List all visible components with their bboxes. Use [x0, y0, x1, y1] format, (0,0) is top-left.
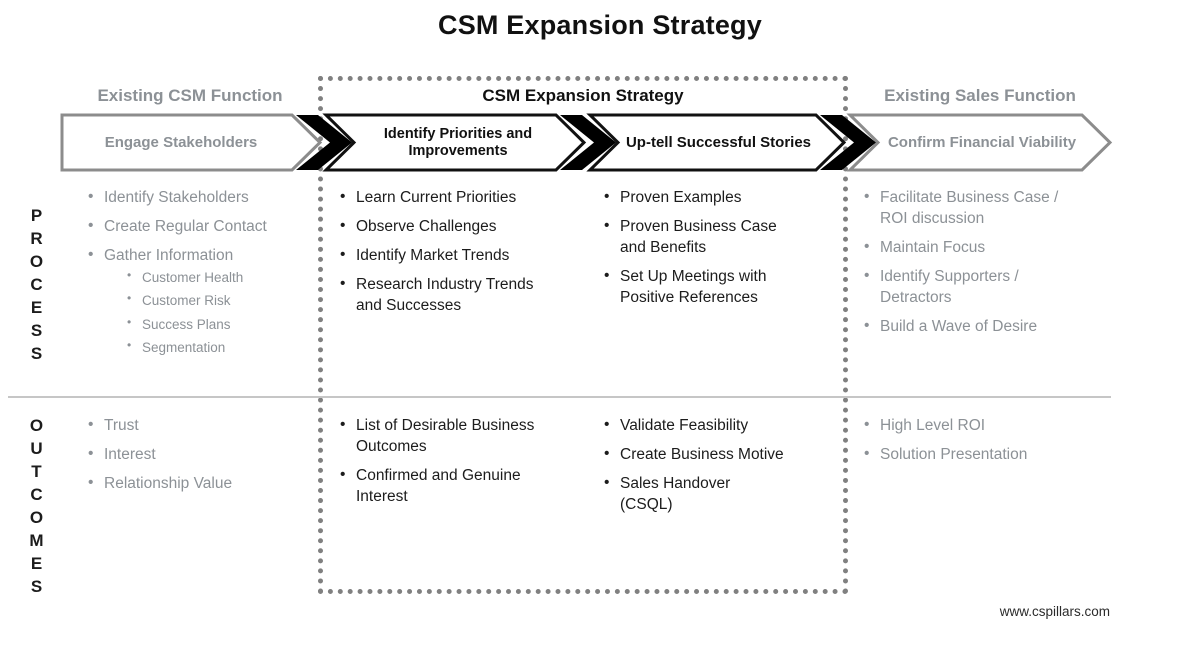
process-sublist-gather-information: Customer Health Customer Risk Success Pl…: [126, 268, 321, 357]
list-item-label: Gather Information: [104, 246, 234, 264]
list-item: Create Regular Contact: [86, 216, 321, 238]
list-item: Maintain Focus: [862, 237, 1082, 259]
banner-label-engage-stakeholders: Engage Stakeholders: [104, 133, 258, 151]
process-outcomes-divider: [8, 396, 1111, 398]
list-item: Learn Current Priorities: [338, 187, 543, 209]
list-item: Gather Information Customer Health Custo…: [86, 245, 321, 357]
banner-label-uptell-stories: Up-tell Successful Stories: [625, 133, 812, 151]
row-label-process: PROCESS: [27, 206, 46, 367]
sub-list-item: Segmentation: [126, 338, 321, 357]
banner-shape-identify-priorities: [322, 113, 587, 172]
list-item: Confirmed and Genuine Interest: [338, 465, 543, 508]
page-title: CSM Expansion Strategy: [438, 10, 762, 40]
outcomes-list-engage-stakeholders: Trust Interest Relationship Value: [86, 415, 321, 503]
list-item: Observe Challenges: [338, 216, 543, 238]
list-item: Build a Wave of Desire: [862, 316, 1082, 338]
list-item: Sales Handover (CSQL): [602, 473, 787, 516]
sub-list-item: Customer Health: [126, 268, 321, 287]
list-item: List of Desirable Business Outcomes: [338, 415, 543, 458]
list-item: Create Business Motive: [602, 444, 787, 466]
list-item: Proven Examples: [602, 187, 787, 209]
process-list-engage-stakeholders: Identify Stakeholders Create Regular Con…: [86, 187, 321, 365]
section-header-csm-expansion-strategy: CSM Expansion Strategy: [482, 86, 684, 105]
banner-label-confirm-viability: Confirm Financial Viability: [887, 133, 1077, 151]
junction-arrow-icon-1: [296, 115, 352, 170]
list-item: Trust: [86, 415, 321, 437]
process-arrow-band: [60, 113, 1113, 172]
process-list-confirm-viability: Facilitate Business Case / ROI discussio…: [862, 187, 1082, 346]
process-list-uptell-stories: Proven Examples Proven Business Case and…: [602, 187, 787, 317]
process-list-identify-priorities: Learn Current Priorities Observe Challen…: [338, 187, 543, 325]
banner-shape-uptell-stories: [586, 113, 847, 172]
sub-list-item: Success Plans: [126, 315, 321, 334]
website-url: www.cspillars.com: [999, 604, 1110, 619]
list-item: Proven Business Case and Benefits: [602, 216, 787, 259]
junction-arrow-icon-3: [820, 115, 876, 170]
junction-arrow-icon-2: [560, 115, 616, 170]
section-header-existing-sales-function: Existing Sales Function: [884, 86, 1076, 105]
banner-label-identify-priorities: Identify Priorities and Improvements: [383, 125, 533, 159]
list-item: Identify Market Trends: [338, 245, 543, 267]
list-item: Identify Supporters / Detractors: [862, 266, 1082, 309]
list-item: Research Industry Trends and Successes: [338, 274, 543, 317]
list-item: Solution Presentation: [862, 444, 1082, 466]
list-item: Identify Stakeholders: [86, 187, 321, 209]
row-label-outcomes: OUTCOMES: [27, 416, 46, 600]
section-header-existing-csm-function: Existing CSM Function: [97, 86, 283, 105]
outcomes-list-uptell-stories: Validate Feasibility Create Business Mot…: [602, 415, 787, 524]
banner-shape-engage-stakeholders: [60, 113, 323, 172]
outcomes-list-confirm-viability: High Level ROI Solution Presentation: [862, 415, 1082, 474]
list-item: High Level ROI: [862, 415, 1082, 437]
list-item: Facilitate Business Case / ROI discussio…: [862, 187, 1082, 230]
list-item: Relationship Value: [86, 473, 321, 495]
outcomes-list-identify-priorities: List of Desirable Business Outcomes Conf…: [338, 415, 543, 516]
banner-shape-confirm-viability: [846, 113, 1113, 172]
list-item: Interest: [86, 444, 321, 466]
list-item: Set Up Meetings with Positive References: [602, 266, 787, 309]
list-item: Validate Feasibility: [602, 415, 787, 437]
sub-list-item: Customer Risk: [126, 291, 321, 310]
